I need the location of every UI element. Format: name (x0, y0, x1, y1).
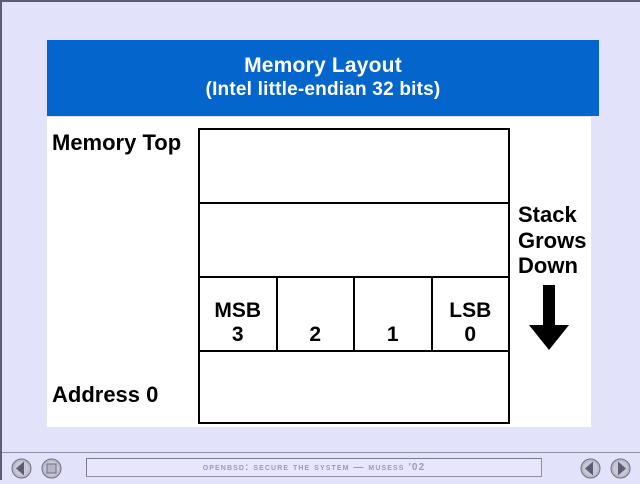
byte-index-0: 0 (464, 322, 477, 346)
memory-row-top-empty (200, 130, 508, 204)
stack-direction-note: Stack Grows Down (518, 202, 598, 356)
triangle-right-icon (610, 458, 631, 479)
byte-tag-msb: MSB (214, 298, 262, 322)
byte-tag-lsb: LSB (449, 298, 492, 322)
byte-index-3: 3 (231, 322, 244, 346)
slide-subtitle: (Intel little-endian 32 bits) (205, 79, 441, 101)
stack-note-line-2: Grows (518, 227, 587, 253)
byte-cell-2: 2 (278, 278, 355, 350)
memory-top-label: Memory Top (52, 130, 182, 155)
stack-note-line-1: Stack (518, 202, 577, 227)
byte-cell-0: LSB 0 (433, 278, 509, 350)
prev-page-button[interactable] (11, 458, 32, 479)
square-stop-icon (41, 458, 62, 479)
stop-button[interactable] (41, 458, 62, 479)
forward-button[interactable] (610, 458, 631, 479)
byte-index-2: 2 (309, 322, 322, 346)
address-zero-label: Address 0 (52, 382, 159, 407)
byte-index-1: 1 (386, 322, 399, 346)
memory-row-bottom-empty (200, 352, 508, 422)
memory-layout-table: MSB 3 2 1 LSB 0 (198, 128, 510, 424)
status-bar-text: OpenBSD: Secure The System — MUSESS '02 (202, 462, 426, 473)
triangle-left-icon (580, 458, 601, 479)
stack-note-line-3: Down (518, 253, 578, 279)
arrow-down-icon (526, 285, 572, 356)
memory-row-bytes: MSB 3 2 1 LSB 0 (200, 278, 508, 352)
back-button[interactable] (580, 458, 601, 479)
status-bar: OpenBSD: Secure The System — MUSESS '02 (86, 458, 542, 477)
slide-title: Memory Layout (244, 54, 402, 78)
slide-title-banner: Memory Layout (Intel little-endian 32 bi… (47, 40, 599, 116)
memory-row-second-empty (200, 204, 508, 278)
byte-cell-1: 1 (355, 278, 433, 350)
slide-content-panel: MSB 3 2 1 LSB 0 (47, 117, 591, 427)
triangle-left-icon (11, 458, 32, 479)
byte-cell-3: MSB 3 (200, 278, 278, 350)
